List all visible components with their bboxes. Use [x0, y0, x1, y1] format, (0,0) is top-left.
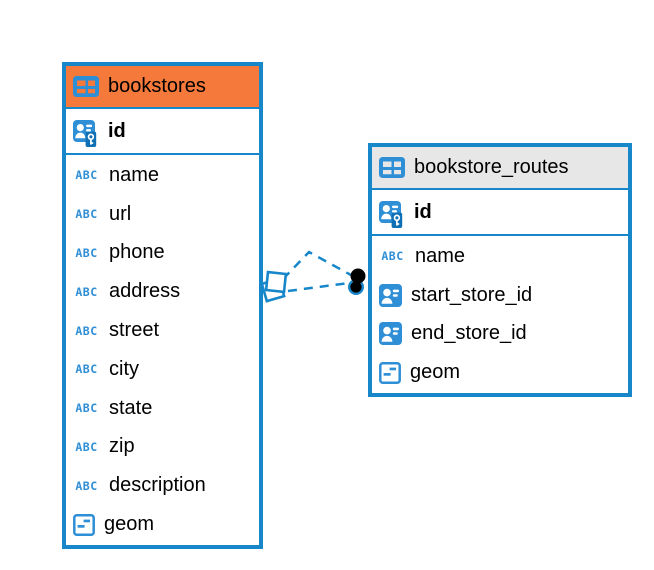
column-row-street[interactable]: ABC street: [66, 311, 259, 350]
column-row-url[interactable]: ABC url: [66, 195, 259, 234]
primary-key-icon: [73, 119, 99, 148]
column-list: ABC name start_store_id end_store_id geo…: [372, 236, 628, 393]
column-row-name[interactable]: ABC name: [66, 156, 259, 195]
column-row-end-store-id[interactable]: end_store_id: [372, 315, 628, 354]
column-name: description: [109, 474, 206, 497]
relationship-dot-marker[interactable]: [348, 279, 365, 296]
column-name: street: [109, 319, 160, 342]
text-type-icon: ABC: [75, 362, 98, 377]
relationship-dot-marker[interactable]: [350, 268, 366, 284]
text-type-icon: ABC: [381, 249, 404, 264]
relationship-line[interactable]: [282, 250, 352, 280]
table-bookstores-header[interactable]: bookstores: [66, 66, 259, 109]
text-type-icon: ABC: [75, 207, 98, 222]
column-row-address[interactable]: ABC address: [66, 272, 259, 311]
table-icon: [379, 157, 405, 178]
column-list: ABC name ABC url ABC phone ABC address A…: [66, 155, 259, 545]
table-bookstore-routes-header[interactable]: bookstore_routes: [372, 147, 628, 190]
geometry-type-icon: [379, 362, 401, 384]
column-row-description[interactable]: ABC description: [66, 466, 259, 505]
column-name: zip: [109, 435, 135, 458]
column-name: geom: [104, 513, 155, 536]
column-name: city: [109, 357, 139, 380]
reference-type-icon: [379, 322, 402, 345]
column-row-geom[interactable]: geom: [66, 505, 259, 544]
column-name: address: [109, 280, 181, 303]
column-name: id: [414, 200, 432, 223]
text-type-icon: ABC: [75, 323, 98, 338]
column-name: phone: [109, 241, 165, 264]
text-type-icon: ABC: [75, 439, 98, 454]
column-name: url: [109, 202, 132, 225]
column-name: start_store_id: [411, 283, 533, 306]
column-name: end_store_id: [411, 322, 527, 345]
column-name: name: [415, 244, 466, 267]
column-row-id[interactable]: id: [66, 109, 259, 155]
column-name: geom: [410, 361, 461, 384]
text-type-icon: ABC: [75, 245, 98, 260]
column-name: id: [108, 119, 126, 142]
column-row-city[interactable]: ABC city: [66, 350, 259, 389]
relationship-line[interactable]: [287, 281, 350, 293]
relationship-diamond-marker[interactable]: [260, 277, 286, 303]
table-name: bookstore_routes: [414, 156, 569, 178]
text-type-icon: ABC: [75, 401, 98, 416]
column-name: name: [109, 163, 160, 186]
table-icon: [73, 76, 99, 97]
reference-type-icon: [379, 284, 402, 307]
text-type-icon: ABC: [75, 168, 98, 183]
table-bookstore-routes[interactable]: bookstore_routes id ABC name start_store…: [368, 143, 632, 397]
column-row-zip[interactable]: ABC zip: [66, 428, 259, 467]
text-type-icon: ABC: [75, 284, 98, 299]
primary-key-icon: [379, 200, 405, 229]
column-row-geom[interactable]: geom: [372, 353, 628, 392]
column-row-name[interactable]: ABC name: [372, 237, 628, 276]
column-row-id[interactable]: id: [372, 190, 628, 236]
text-type-icon: ABC: [75, 478, 98, 493]
table-bookstores[interactable]: bookstores id ABC name ABC url ABC phone…: [62, 62, 263, 549]
relationship-diamond-marker[interactable]: [264, 270, 288, 294]
geometry-type-icon: [73, 514, 95, 536]
column-name: state: [109, 396, 153, 419]
column-row-start-store-id[interactable]: start_store_id: [372, 276, 628, 315]
table-name: bookstores: [108, 75, 206, 97]
column-row-state[interactable]: ABC state: [66, 389, 259, 428]
column-row-phone[interactable]: ABC phone: [66, 234, 259, 273]
